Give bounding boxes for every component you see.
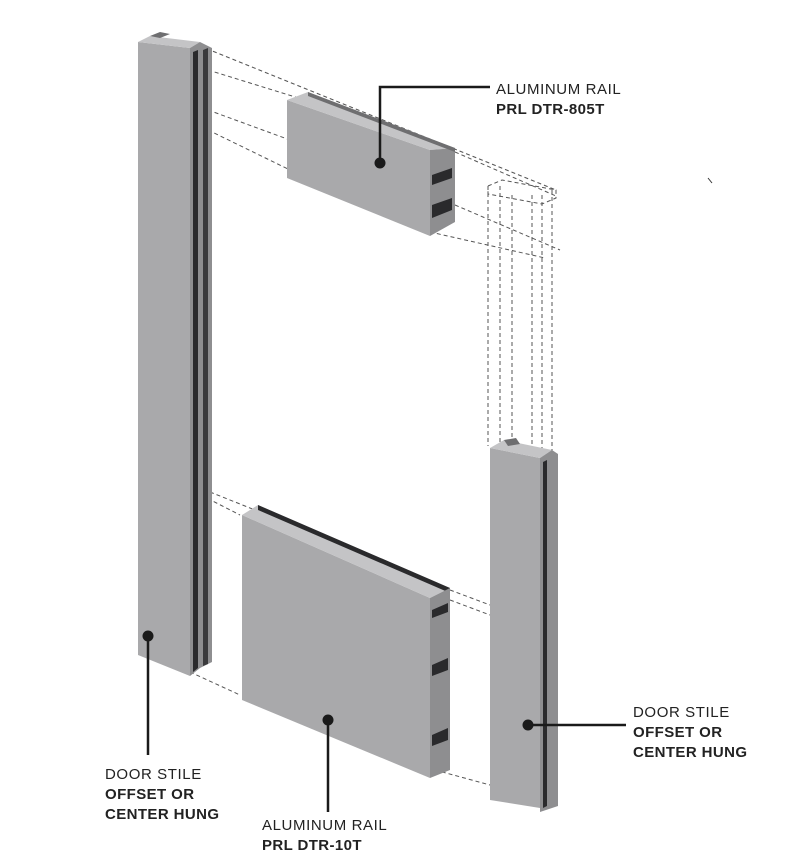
bottom-rail-label-model: PRL DTR-10T	[262, 837, 362, 854]
left-stile-label-name: DOOR STILE	[105, 766, 202, 783]
bottom-rail-label: ALUMINUM RAIL PRL DTR-10T	[262, 816, 387, 856]
left-stile-label-option-2: CENTER HUNG	[105, 806, 220, 823]
stray-mark	[707, 177, 713, 184]
right-door-stile	[490, 438, 558, 812]
right-stile-label: DOOR STILE OFFSET OR CENTER HUNG	[633, 703, 747, 763]
leader-lines	[146, 85, 626, 812]
top-rail-label-model: PRL DTR-805T	[496, 101, 605, 118]
top-aluminum-rail	[287, 92, 455, 236]
right-stile-label-option-1: OFFSET OR	[633, 724, 723, 741]
bottom-aluminum-rail	[242, 505, 450, 778]
left-stile-label-option-1: OFFSET OR	[105, 786, 195, 803]
left-stile-label: DOOR STILE OFFSET OR CENTER HUNG	[105, 765, 219, 825]
bottom-rail-label-name: ALUMINUM RAIL	[262, 817, 388, 834]
top-rail-label-name: ALUMINUM RAIL	[496, 81, 622, 98]
right-stile-label-name: DOOR STILE	[633, 704, 730, 721]
left-door-stile	[138, 32, 212, 676]
right-stile-label-option-2: CENTER HUNG	[633, 744, 748, 761]
top-rail-label: ALUMINUM RAIL PRL DTR-805T	[496, 80, 621, 120]
leader-dots	[142, 157, 534, 731]
